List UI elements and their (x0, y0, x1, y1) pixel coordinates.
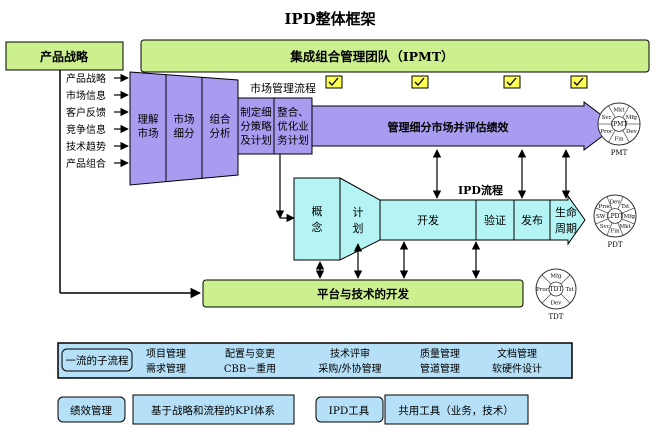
tools-label-box (315, 396, 384, 423)
wheel-label: Svc (600, 224, 610, 230)
tools-value: 共用工具（业务，技术） (398, 404, 514, 417)
team-wheels: MktMfgDevIPMTFinProcSvcPMTDevTstMfgMktLP… (535, 102, 641, 321)
tools-label: IPD工具 (329, 405, 370, 417)
milestone-checks (325, 75, 588, 89)
ipd-process-label: IPD流程 (458, 183, 503, 197)
wheel-label: Dev (626, 129, 638, 135)
wheel-label: IPMT (611, 121, 628, 128)
ipmt-bar (140, 39, 650, 73)
wheel-label: Fin (610, 228, 620, 234)
wheel-label: Mkt (620, 224, 632, 230)
ipd-step-label: 验证 (484, 213, 506, 227)
subprocess-item: 配置与变更 (225, 347, 275, 360)
ipd-step-label: 计划 (353, 206, 364, 235)
plan-funnel (339, 177, 381, 261)
wheel-label: Tst (565, 287, 574, 293)
market-bar-label: 管理细分市场并评估绩效 (388, 120, 510, 134)
connector-arrows (315, 149, 571, 279)
subprocess-item: 软硬件设计 (492, 362, 542, 375)
team-label: PDT (608, 241, 623, 249)
subprocess-item: CBB－重用 (224, 362, 276, 375)
input-label: 客户反馈 (66, 106, 106, 119)
subprocess-item: 需求管理 (146, 362, 186, 375)
wheel-label: Fin (614, 136, 624, 142)
ipd-step-label: 开发 (417, 213, 439, 227)
perf-value-box (132, 394, 295, 425)
ipmt-bar-label: 集成组合管理团队（IPMT） (289, 49, 453, 64)
subprocess-item: 质量管理 (420, 347, 460, 360)
concept-box (293, 177, 341, 261)
wheel-label: Dev (610, 200, 622, 206)
verify-box (475, 199, 515, 241)
subprocess-label-box (61, 348, 133, 372)
market-step-label: 整合、优化业务计划 (277, 106, 309, 147)
input-label: 技术趋势 (66, 140, 106, 153)
market-step-label: 制定细分策略及计划 (240, 106, 272, 147)
subprocess-item: 采购/外协管理 (318, 362, 381, 375)
page-title: IPD整体框架 (284, 10, 375, 28)
wheel-label: Tst (621, 204, 630, 210)
market-bar-arrow (311, 101, 617, 151)
market-process-label: 市场管理流程 (250, 81, 316, 95)
wheel-label: Proc (536, 287, 549, 293)
team-label: PMT (611, 149, 628, 157)
platform-bar-label: 平台与技术的开发 (317, 287, 409, 301)
subprocess-item: 技术评审 (330, 347, 370, 360)
wheel-label: SW (596, 214, 606, 220)
wheel-label: Proc (599, 204, 612, 210)
wheel-label: Svc (602, 115, 612, 121)
input-label: 竞争信息 (66, 123, 106, 136)
ipd-step-label: 概念 (312, 205, 323, 234)
ipd-step-label: 发布 (521, 213, 543, 227)
subprocess-item: 管道管理 (420, 362, 460, 375)
wheel-label: LPDT (607, 213, 624, 220)
wheel-label: Mfg (626, 115, 638, 121)
strategy-plan-box (237, 97, 275, 155)
wheel-label: TDT (550, 286, 563, 293)
ipd-step-label: 生命周期 (555, 205, 577, 235)
wheel-label: Mfg (550, 273, 562, 279)
perf-value: 基于战略和流程的KPI体系 (151, 404, 275, 417)
team-label: TDT (549, 313, 564, 321)
perf-label-box (57, 396, 126, 423)
input-label: 市场信息 (66, 89, 106, 102)
subprocess-label: 一流的子流程 (66, 354, 129, 367)
input-label: 产品战略 (66, 72, 106, 85)
market-step-label: 组合分析 (210, 113, 231, 140)
market-step-label: 理解市场 (138, 113, 159, 140)
lifecycle-arrow (549, 194, 586, 246)
input-label: 产品组合 (66, 157, 106, 170)
business-plan-box (273, 97, 313, 155)
product-strategy-label: 产品战略 (40, 49, 89, 64)
tools-value-box (384, 394, 529, 425)
perf-label: 绩效管理 (70, 404, 112, 417)
wheel-label: Mkt (613, 108, 625, 114)
platform-bar (202, 279, 524, 308)
subprocess-item: 项目管理 (146, 347, 186, 360)
market-step-label: 市场细分 (174, 113, 195, 140)
wheel-label: Dev (551, 301, 563, 307)
wheel-label: Proc (600, 129, 613, 135)
launch-box (513, 199, 551, 241)
product-strategy-box (5, 41, 124, 71)
subprocess-item: 文档管理 (497, 347, 537, 360)
subprocess-box (57, 342, 573, 379)
wheel-label: Mfg (624, 214, 636, 220)
